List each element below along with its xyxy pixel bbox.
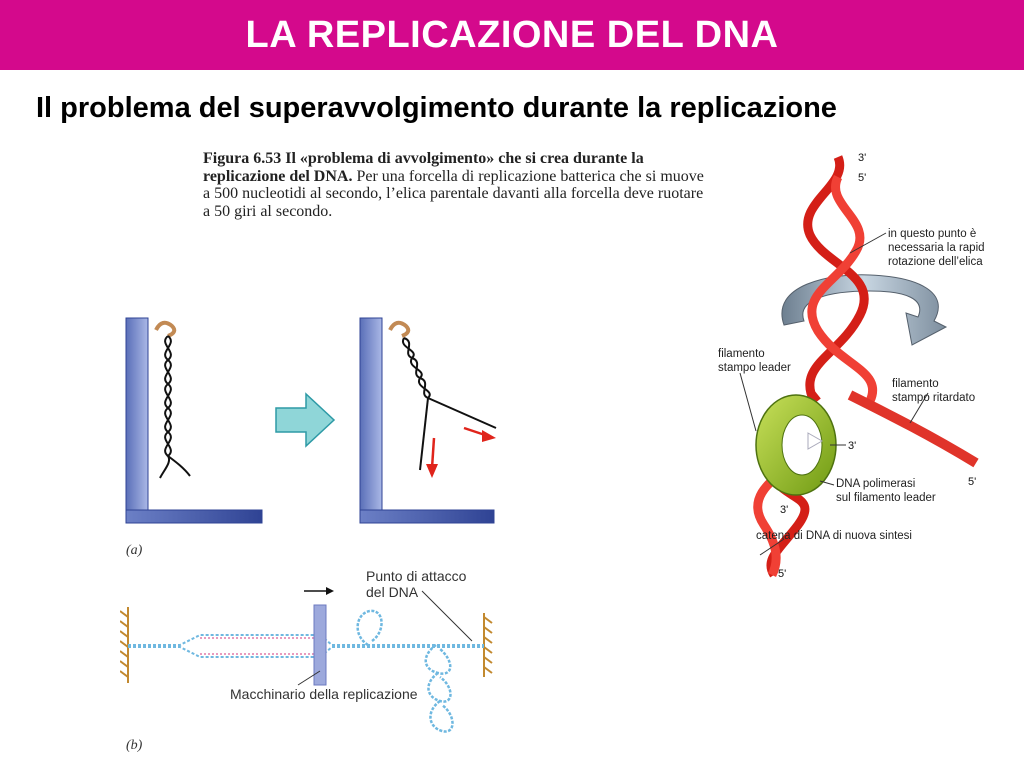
attach-label-2: del DNA (366, 584, 419, 600)
twisted-dna-fork (401, 337, 497, 471)
attach-label-1: Punto di attacco (366, 568, 467, 584)
rotation-note-2: necessaria la rapid (888, 242, 985, 254)
replication-machinery (313, 604, 327, 686)
leader-label-2: stampo leader (718, 362, 791, 374)
figure-label: Figura 6.53 (203, 150, 282, 167)
anchor-left (120, 607, 129, 683)
caption-bold: Il «problema di avvolgimento» che si cre… (203, 150, 644, 185)
label-right-5: 5' (968, 476, 976, 488)
leader-label-1: filamento (718, 348, 765, 360)
dna-polymerase (755, 394, 837, 496)
new-chain-label: catena di DNA di nuova sintesi (756, 530, 912, 542)
panel-b-diagram: Punto di attacco del DNA Macchinario del… (120, 568, 493, 733)
transition-arrow (275, 392, 336, 448)
figure-caption: Figura 6.53 Il «problema di avvolgimento… (203, 150, 713, 220)
lagging-label-2: stampo ritardato (892, 392, 975, 404)
dna-strands (128, 634, 484, 658)
slide-title: LA REPLICAZIONE DEL DNA (245, 13, 779, 56)
new-strands (200, 637, 318, 655)
rotation-note-3: rotazione dell’elica (888, 256, 983, 268)
helix-diagram: 3' 5' in questo punto è necessaria la ra… (718, 152, 985, 580)
wall-left (125, 317, 263, 524)
polymerase-label-1: DNA polimerasi (836, 478, 915, 490)
label-mid-3: 3' (848, 440, 856, 452)
lagging-label-1: filamento (892, 378, 939, 390)
panel-a-diagram (125, 317, 497, 524)
rotation-note-1: in questo punto è (888, 228, 976, 240)
slide-subtitle: Il problema del superavvolgimento durant… (36, 92, 837, 124)
polymerase-label-2: sul filamento leader (836, 492, 936, 504)
twisted-dna-left (159, 335, 191, 479)
panel-a-label: (a) (126, 543, 143, 558)
caption-body: Per una forcella di replicazione batteri… (203, 167, 704, 220)
label-top-3: 3' (858, 152, 866, 164)
parental-helix (803, 155, 877, 404)
label-left-3: 3' (780, 504, 788, 516)
anchor-right (483, 613, 493, 677)
title-bar: LA REPLICAZIONE DEL DNA (0, 0, 1024, 70)
label-bottom-5: 5' (778, 568, 786, 580)
lagging-template (847, 390, 979, 468)
supercoil-loops (356, 609, 454, 733)
machinery-label: Macchinario della replicazione (230, 686, 418, 702)
wall-right (359, 317, 495, 524)
panel-b-label: (b) (126, 738, 143, 753)
label-top-5: 5' (858, 172, 866, 184)
red-arrow-down (430, 437, 436, 469)
